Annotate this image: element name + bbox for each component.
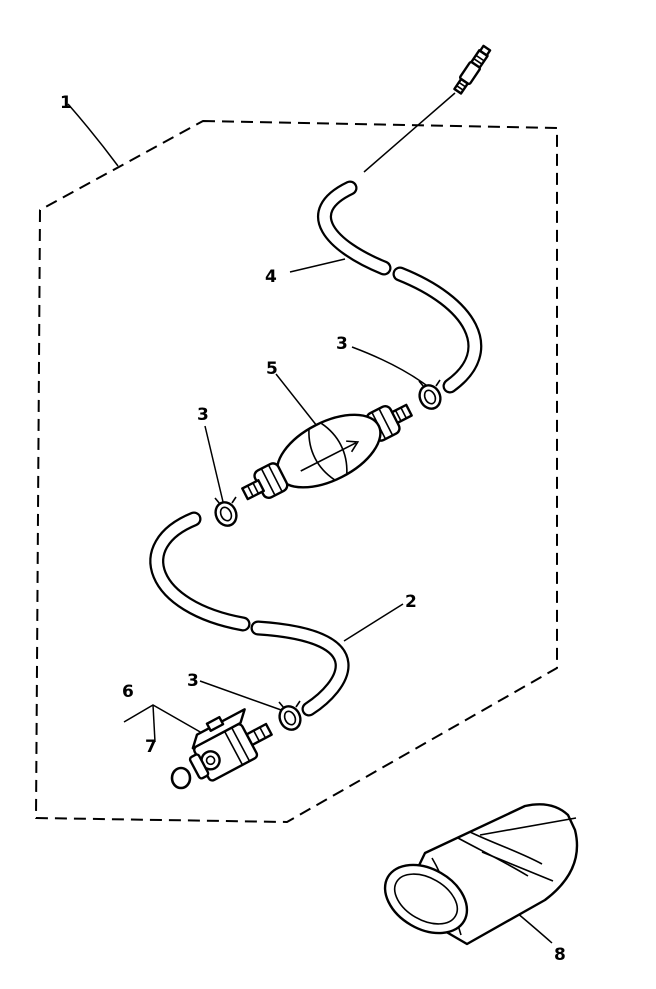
- callout-hose-upper: 4: [265, 267, 277, 287]
- primer-bulb: [241, 403, 413, 501]
- callout-clamp-mid: 3: [197, 405, 209, 425]
- callout-kit: 1: [60, 93, 72, 113]
- callout-cover: 8: [554, 945, 566, 965]
- leader-clamp-mid: [204, 425, 225, 507]
- leader-kit: [67, 103, 119, 167]
- hose-clamp-lower: [278, 700, 302, 731]
- leader-primer-bulb: [275, 373, 318, 427]
- tank-connector: [188, 708, 273, 782]
- hose-clamp-upper: [418, 379, 442, 410]
- o-ring: [170, 766, 192, 790]
- callout-clamp-upper: 3: [336, 334, 348, 354]
- callout-clamp-lower: 3: [187, 671, 199, 691]
- lower-hose: [149, 511, 350, 717]
- callout-connector: 6: [122, 682, 134, 702]
- kit-boundary: [35, 120, 558, 823]
- engine-fitting: [453, 44, 492, 95]
- leader-clamp-upper: [351, 346, 431, 389]
- callout-hose-lower: 2: [405, 592, 417, 612]
- leader-hose-lower: [343, 603, 404, 642]
- callout-primer-bulb: 5: [266, 359, 278, 379]
- leader-o-ring: [152, 704, 156, 743]
- upper-hose: [317, 180, 483, 394]
- hose-cover: [383, 803, 579, 946]
- hose-clamp-mid: [214, 496, 238, 527]
- leader-hose-upper: [289, 258, 346, 273]
- leader-clamp-lower: [199, 680, 285, 712]
- leader-fuel-line: [363, 92, 456, 173]
- callout-o-ring: 7: [145, 737, 157, 757]
